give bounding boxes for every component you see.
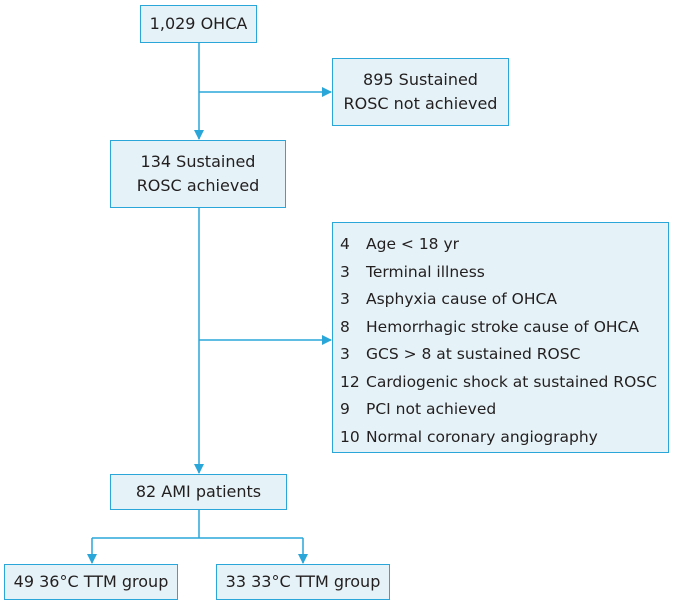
node-group-36: 49 36°C TTM group xyxy=(4,564,178,600)
exclusion-reason: Hemorrhagic stroke cause of OHCA xyxy=(366,317,639,336)
exclusion-count: 9 xyxy=(340,400,350,418)
exclusion-count: 12 xyxy=(340,372,360,391)
exclusion-item: 9 PCI not achieved xyxy=(340,396,496,424)
exclusion-count: 10 xyxy=(340,427,360,446)
node-total-ohca: 1,029 OHCA xyxy=(140,5,257,43)
node-not-achieved-line-1: 895 Sustained xyxy=(363,70,478,89)
node-total-label: 1,029 OHCA xyxy=(149,14,248,33)
node-group-33-label: 33 33°C TTM group xyxy=(225,572,381,591)
exclusion-reason: Asphyxia cause of OHCA xyxy=(366,290,557,308)
exclusion-count: 8 xyxy=(340,317,350,336)
node-not-achieved-line-2: ROSC not achieved xyxy=(343,94,498,113)
exclusion-item: 3 GCS > 8 at sustained ROSC xyxy=(340,341,580,369)
node-rosc-achieved: 134 Sustained ROSC achieved xyxy=(110,140,286,208)
node-group-33: 33 33°C TTM group xyxy=(216,564,390,600)
exclusion-reason: Cardiogenic shock at sustained ROSC xyxy=(366,372,657,391)
exclusion-count: 4 xyxy=(340,235,350,253)
exclusion-item: 12 Cardiogenic shock at sustained ROSC xyxy=(340,369,657,397)
node-achieved-line-1: 134 Sustained xyxy=(140,152,256,171)
node-achieved-line-2: ROSC achieved xyxy=(136,176,260,195)
node-group-36-label: 49 36°C TTM group xyxy=(13,572,169,591)
exclusion-item: 10 Normal coronary angiography xyxy=(340,424,598,452)
node-rosc-not-achieved: 895 Sustained ROSC not achieved xyxy=(332,58,509,126)
node-ami-label: 82 AMI patients xyxy=(135,482,262,501)
exclusion-reason: PCI not achieved xyxy=(366,400,497,418)
exclusion-count: 3 xyxy=(340,345,350,363)
exclusion-reason: Age < 18 yr xyxy=(366,235,460,253)
exclusion-item: 3 Terminal illness xyxy=(340,259,485,287)
exclusion-item: 8 Hemorrhagic stroke cause of OHCA xyxy=(340,314,639,342)
exclusion-item: 4 Age < 18 yr xyxy=(340,231,459,259)
exclusion-reason: Normal coronary angiography xyxy=(366,427,598,446)
exclusion-reason: GCS > 8 at sustained ROSC xyxy=(366,345,581,363)
exclusion-reason: Terminal illness xyxy=(366,262,485,281)
exclusion-count: 3 xyxy=(340,290,350,308)
exclusion-count: 3 xyxy=(340,262,350,281)
exclusion-item: 3 Asphyxia cause of OHCA xyxy=(340,286,557,314)
node-ami-patients: 82 AMI patients xyxy=(110,474,287,510)
